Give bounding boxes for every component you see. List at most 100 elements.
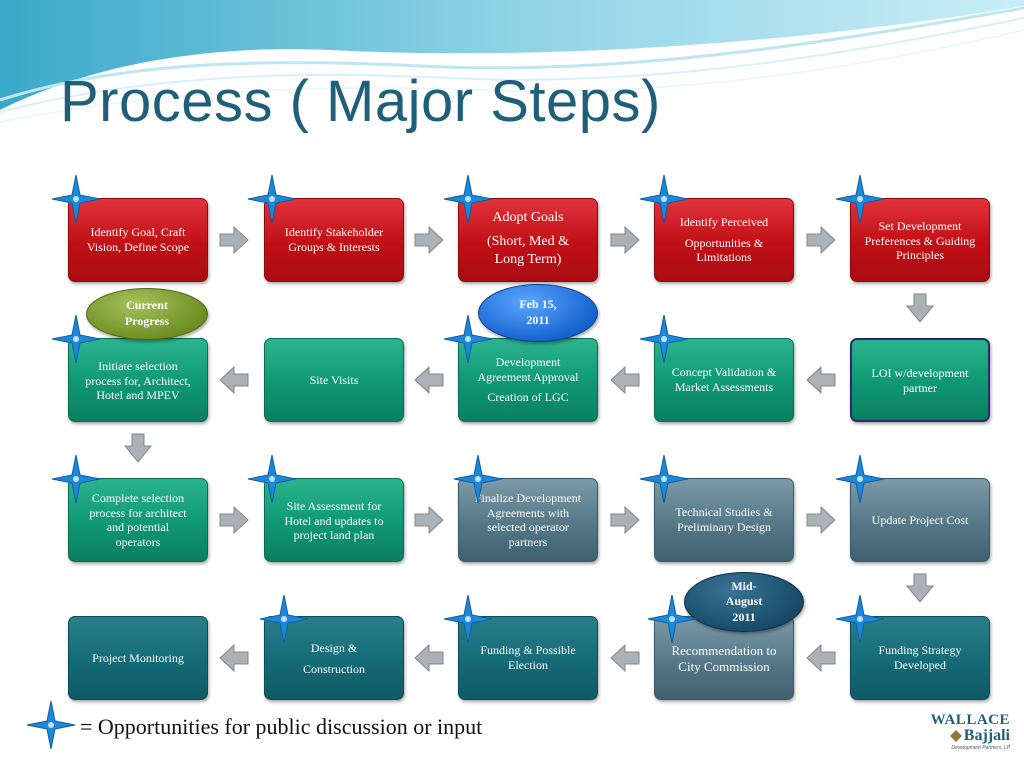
step-text: Adopt Goals [492, 210, 564, 225]
arrow-down-icon [123, 433, 153, 463]
company-logo: WALLACE Bajjali Development Partners, LP [930, 712, 1010, 764]
arrow-right-icon [806, 225, 836, 255]
step-text: Identify Stakeholder [284, 225, 384, 239]
step-update-project-cost: Update Project Cost [850, 478, 990, 562]
public-input-star-icon [639, 314, 689, 364]
milestone-text: Feb 15, [519, 297, 557, 312]
arrow-down-icon [905, 293, 935, 323]
step-text: Initiate selection [98, 359, 178, 373]
step-text: Developed [894, 657, 946, 672]
step-text: LOI w/development [871, 366, 969, 380]
arrow-left-icon [219, 365, 249, 395]
public-input-star-icon [443, 174, 493, 224]
logo-row2: Bajjali [930, 727, 1010, 745]
step-text: Opportunities & [684, 235, 764, 250]
step-project-monitoring: Project Monitoring [68, 616, 208, 700]
arrow-right-icon [610, 505, 640, 535]
legend-text: = Opportunities for public discussion or… [80, 714, 483, 739]
arrow-right-icon [219, 225, 249, 255]
arrow-left-icon [414, 643, 444, 673]
public-input-star-icon [835, 174, 885, 224]
step-site-visits: Site Visits [264, 338, 404, 422]
step-site-assessment: Site Assessment for Hotel and updates to… [264, 478, 404, 562]
arrow-left-icon [610, 643, 640, 673]
step-funding-strategy: Funding Strategy Developed [850, 616, 990, 700]
public-input-star-icon [453, 454, 503, 504]
step-text: Identify Perceived [679, 215, 769, 229]
milestone-current-progress: Current Progress [86, 288, 208, 340]
public-input-star-icon [51, 454, 101, 504]
public-input-star-icon [259, 594, 309, 644]
step-text: Market Assessments [674, 379, 774, 394]
public-input-star-icon [647, 594, 697, 644]
step-design-construction: Design & Construction [264, 616, 404, 700]
step-text: Development [495, 355, 561, 369]
step-text: Preferences & Guiding [864, 233, 976, 248]
slide-title: Process ( Major Steps) [60, 69, 661, 134]
step-initiate-selection: Initiate selection process for, Architec… [68, 338, 208, 422]
arrow-down-icon [905, 573, 935, 603]
arrow-right-icon [219, 505, 249, 535]
logo-line2: Bajjali [963, 727, 1010, 744]
step-text: project land plan [293, 528, 375, 543]
arrow-right-icon [414, 225, 444, 255]
legend-star-icon [26, 700, 76, 750]
milestone-text: Progress [124, 314, 170, 328]
milestone-text: Mid- [731, 578, 757, 593]
arrow-left-icon [414, 365, 444, 395]
milestone-mid-august-2011: Mid- August 2011 [684, 572, 804, 632]
step-identify-perceived: Identify Perceived Opportunities & Limit… [654, 198, 794, 282]
step-text: Construction [303, 661, 365, 676]
step-text: operators [115, 534, 161, 549]
public-input-star-icon [835, 454, 885, 504]
step-text: Set Development [878, 219, 962, 233]
arrow-left-icon [219, 643, 249, 673]
logo-line3: Development Partners, LP [951, 745, 1010, 751]
step-finalize-development-agreements: Finalize Development Agreements with sel… [458, 478, 598, 562]
step-text: Agreement Approval [477, 369, 579, 384]
public-input-star-icon [51, 174, 101, 224]
public-input-star-icon [835, 594, 885, 644]
step-text: Technical Studies & [675, 505, 773, 519]
step-text: Complete selection [91, 491, 185, 505]
milestone-feb-2011: Feb 15, 2011 [478, 284, 598, 342]
step-text: process for architect [89, 505, 187, 520]
public-input-star-icon [639, 174, 689, 224]
step-text: Principles [896, 248, 944, 263]
milestone-text: 2011 [526, 313, 550, 327]
public-input-star-icon [247, 454, 297, 504]
step-text: Agreements with [486, 505, 570, 520]
arrow-right-icon [610, 225, 640, 255]
step-text: Long Term) [494, 252, 562, 268]
step-text: selected operator [487, 520, 569, 535]
step-text: Limitations [696, 250, 752, 265]
step-text: Creation of LGC [487, 390, 569, 405]
step-loi-development-partner: LOI w/development partner [850, 338, 990, 422]
arrow-left-icon [806, 365, 836, 395]
step-identify-stakeholder: Identify Stakeholder Groups & Interests [264, 198, 404, 282]
step-text: Preliminary Design [677, 519, 771, 534]
milestone-text: Current [126, 298, 168, 313]
public-input-star-icon [247, 174, 297, 224]
public-input-star-icon [639, 454, 689, 504]
step-text: Hotel and updates to [284, 513, 384, 528]
step-text: City Commission [678, 658, 770, 674]
step-text: Hotel and MPEV [96, 388, 180, 403]
step-text: process for, Architect, [85, 373, 191, 388]
step-text: Site Assessment for [286, 499, 382, 513]
step-development-agreement-approval: Development Agreement Approval Creation … [458, 338, 598, 422]
logo-diamond-icon [949, 730, 962, 742]
step-technical-studies: Technical Studies & Preliminary Design [654, 478, 794, 562]
step-text: Concept Validation & [671, 365, 777, 379]
step-funding-possible-election: Funding & Possible Election [458, 616, 598, 700]
step-text: Update Project Cost [871, 512, 969, 527]
step-adopt-goals: Adopt Goals (Short, Med & Long Term) [458, 198, 598, 282]
wave-header-decoration [0, 0, 1024, 123]
step-text: Identify Goal, Craft [90, 225, 186, 240]
logo-line1: WALLACE [930, 712, 1010, 728]
milestone-text: 2011 [732, 609, 756, 624]
step-text: Groups & Interests [288, 239, 380, 254]
step-text: Project Monitoring [92, 650, 184, 665]
step-text: partner [903, 380, 937, 395]
